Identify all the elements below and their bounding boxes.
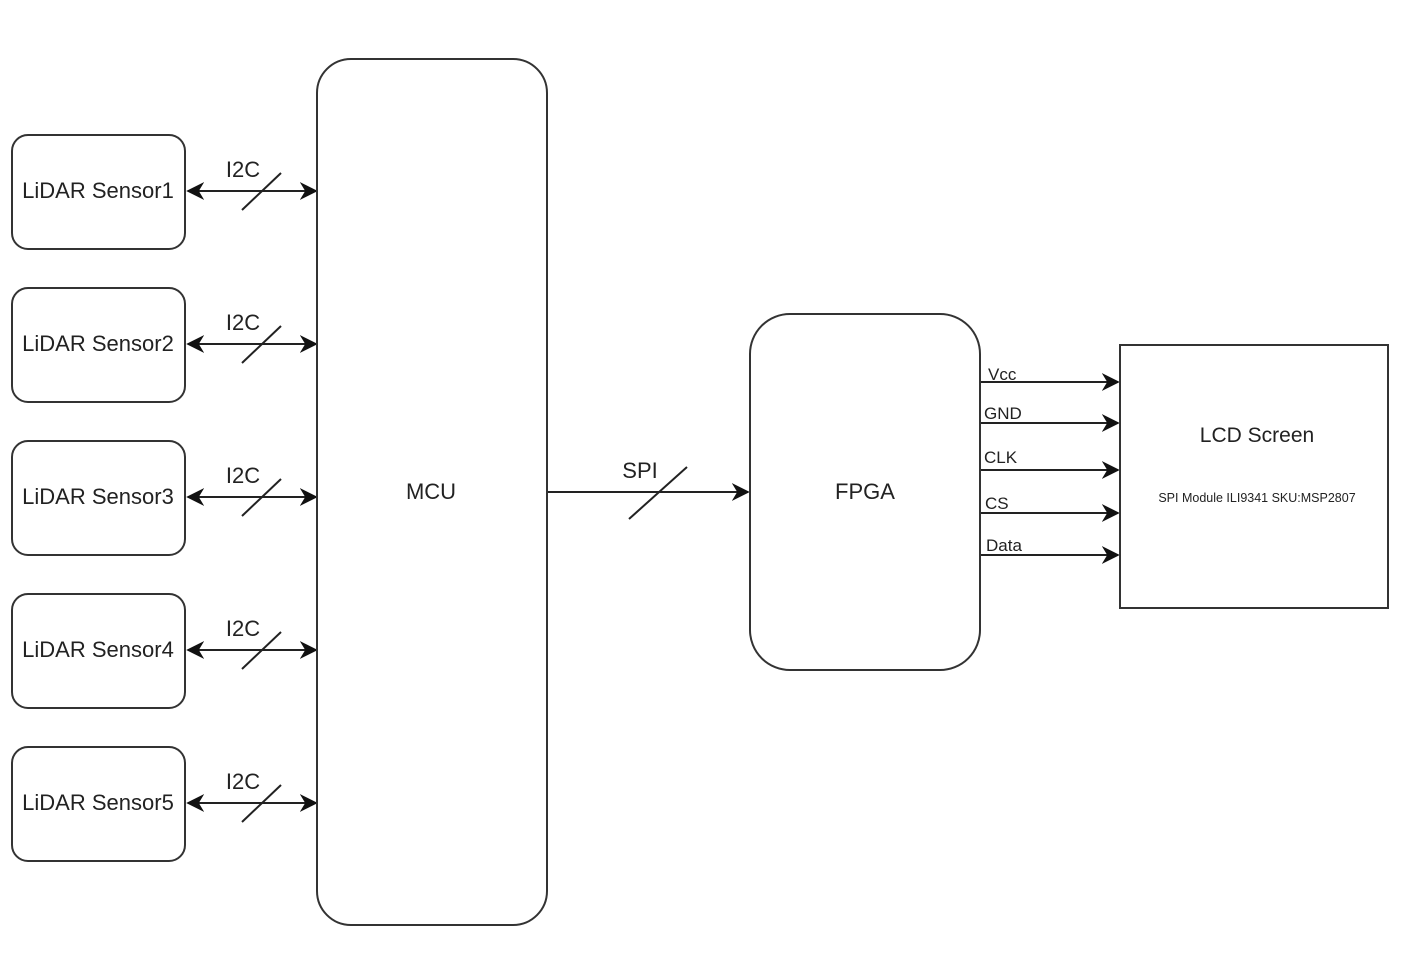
spi-link: SPI xyxy=(548,458,750,520)
bus-label: I2C xyxy=(226,463,260,488)
fpga-label: FPGA xyxy=(835,479,895,504)
signal-clk: CLK xyxy=(981,448,1120,479)
lcd-subtitle: SPI Module ILI9341 SKU:MSP2807 xyxy=(1158,491,1355,505)
sensor-3[interactable]: LiDAR Sensor3 xyxy=(11,440,186,556)
i2c-link-1: I2C xyxy=(186,157,318,211)
sensor-4[interactable]: LiDAR Sensor4 xyxy=(11,593,186,709)
i2c-link-3: I2C xyxy=(186,463,318,517)
sensor-label: LiDAR Sensor5 xyxy=(22,790,174,815)
bus-label: I2C xyxy=(226,310,260,335)
sensor-5[interactable]: LiDAR Sensor5 xyxy=(11,746,186,862)
i2c-link-4: I2C xyxy=(186,616,318,670)
signal-data: Data xyxy=(981,536,1120,564)
bus-label: I2C xyxy=(226,157,260,182)
signal-cs: CS xyxy=(981,494,1120,522)
sensor-label: LiDAR Sensor2 xyxy=(22,331,174,356)
bus-label: I2C xyxy=(226,769,260,794)
sensor-1[interactable]: LiDAR Sensor1 xyxy=(11,134,186,250)
sensor-2[interactable]: LiDAR Sensor2 xyxy=(11,287,186,403)
signal-gnd: GND xyxy=(981,404,1120,432)
fpga-block[interactable]: FPGA xyxy=(749,313,981,671)
signal-label: Data xyxy=(986,536,1022,555)
sensor-label: LiDAR Sensor3 xyxy=(22,484,174,509)
spi-label: SPI xyxy=(622,458,657,483)
lcd-title: LCD Screen xyxy=(1200,424,1314,447)
sensor-label: LiDAR Sensor4 xyxy=(22,637,174,662)
signal-label: GND xyxy=(984,404,1022,423)
signal-label: Vcc xyxy=(988,365,1017,384)
i2c-link-5: I2C xyxy=(186,769,318,823)
i2c-link-2: I2C xyxy=(186,310,318,364)
mcu-label: MCU xyxy=(406,479,456,504)
signal-label: CLK xyxy=(984,448,1018,467)
mcu-block[interactable]: MCU xyxy=(316,58,548,926)
lcd-block[interactable]: LCD Screen SPI Module ILI9341 SKU:MSP280… xyxy=(1119,344,1389,609)
bus-label: I2C xyxy=(226,616,260,641)
sensor-label: LiDAR Sensor1 xyxy=(22,178,174,203)
signal-vcc: Vcc xyxy=(981,365,1120,391)
signal-label: CS xyxy=(985,494,1009,513)
